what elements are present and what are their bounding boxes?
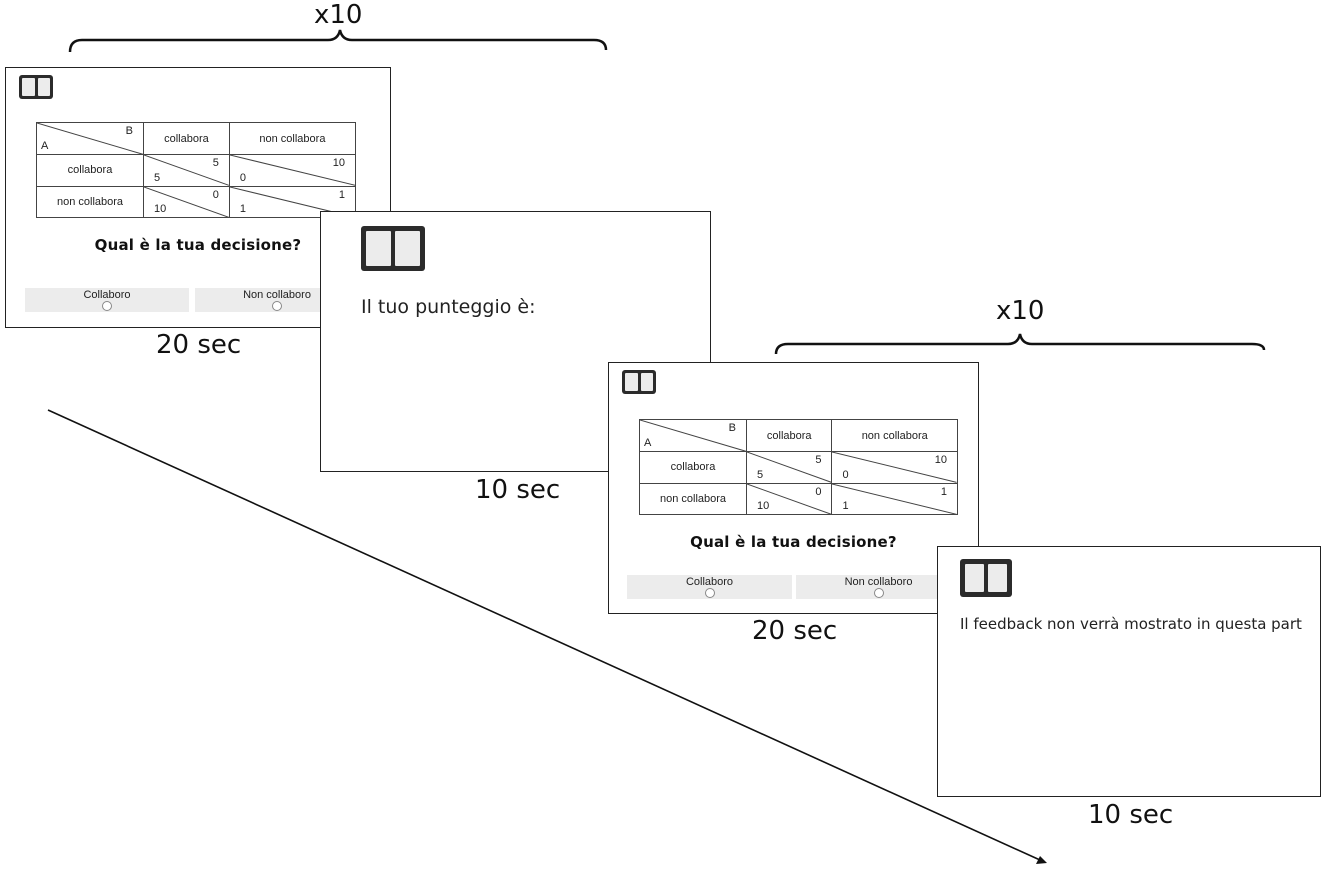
repeat-label-block-1: x10 xyxy=(314,0,363,30)
matrix-corner-cell: B A xyxy=(639,418,747,453)
not-collaborate-radio[interactable] xyxy=(873,588,884,598)
payoff-a: 1 xyxy=(842,500,849,512)
collaborate-option[interactable]: Collaboro xyxy=(627,575,792,599)
matrix-col-header: collabora xyxy=(745,418,833,453)
matrix-col-header: non collabora xyxy=(831,418,958,453)
matrix-corner-col-label: B xyxy=(125,125,133,137)
matrix-corner-col-label: B xyxy=(728,422,736,434)
matrix-row-header: non collabora xyxy=(36,185,144,219)
duration-label: 10 sec xyxy=(1088,800,1174,830)
matrix-corner-row-label: A xyxy=(41,140,49,153)
not-collaborate-radio[interactable] xyxy=(272,301,282,311)
book-icon xyxy=(19,75,53,99)
payoff-b: 0 xyxy=(212,188,219,201)
not-collaborate-option[interactable]: Non collaboro xyxy=(796,575,961,599)
payoff-matrix: B A collabora non collabora collabora 5 … xyxy=(36,121,357,219)
matrix-cell: 0 10 xyxy=(143,185,230,219)
no-feedback-screen: Il feedback non verrà mostrato in questa… xyxy=(937,546,1321,797)
option-label: Non collaboro xyxy=(243,289,311,301)
duration-label: 10 sec xyxy=(475,475,561,505)
matrix-cell: 1 1 xyxy=(831,482,958,516)
matrix-cell: 0 10 xyxy=(745,482,833,516)
payoff-b: 10 xyxy=(934,454,947,467)
option-label: Collaboro xyxy=(83,289,131,301)
matrix-corner-cell: B A xyxy=(36,121,144,156)
matrix-cell: 10 0 xyxy=(831,451,958,484)
payoff-a: 5 xyxy=(757,468,764,481)
score-message: Il tuo punteggio è: xyxy=(361,296,536,318)
matrix-row-header: collabora xyxy=(36,154,144,187)
payoff-a: 10 xyxy=(757,500,770,512)
payoff-a: 1 xyxy=(239,203,246,215)
payoff-a: 5 xyxy=(154,171,161,184)
collaborate-option[interactable]: Collaboro xyxy=(25,288,189,312)
matrix-cell: 5 5 xyxy=(745,451,833,484)
score-screen: Il tuo punteggio è: xyxy=(320,211,711,472)
collaborate-radio[interactable] xyxy=(704,588,715,598)
repeat-brace-left xyxy=(68,29,608,53)
duration-label: 20 sec xyxy=(156,330,242,360)
matrix-corner-row-label: A xyxy=(644,437,652,450)
matrix-row-header: collabora xyxy=(639,451,747,484)
time-arrow-head xyxy=(1036,856,1047,864)
payoff-b: 10 xyxy=(332,157,345,170)
no-feedback-message: Il feedback non verrà mostrato in questa… xyxy=(960,615,1302,633)
book-icon xyxy=(361,226,425,271)
payoff-a: 10 xyxy=(154,203,167,215)
repeat-label-block-2: x10 xyxy=(996,296,1045,326)
decision-screen-2: B A collabora non collabora collabora 5 … xyxy=(608,362,979,614)
payoff-b: 5 xyxy=(212,157,219,170)
decision-question: Qual è la tua decisione? xyxy=(94,236,302,254)
repeat-brace-right xyxy=(774,333,1266,355)
matrix-row-header: non collabora xyxy=(639,482,747,516)
collaborate-radio[interactable] xyxy=(102,301,112,311)
payoff-a: 0 xyxy=(842,468,849,481)
matrix-cell: 10 0 xyxy=(228,154,357,187)
time-arrow-line xyxy=(47,409,1041,861)
decision-screen-1: B A collabora non collabora collabora 5 … xyxy=(5,67,391,328)
decision-question: Qual è la tua decisione? xyxy=(690,533,897,551)
payoff-b: 1 xyxy=(940,485,947,498)
matrix-col-header: collabora xyxy=(143,121,230,156)
option-label: Non collaboro xyxy=(844,576,913,588)
matrix-col-header: non collabora xyxy=(228,121,357,156)
payoff-matrix: B A collabora non collabora collabora 5 … xyxy=(639,418,958,516)
payoff-b: 5 xyxy=(815,454,822,467)
payoff-b: 1 xyxy=(338,188,345,201)
book-icon xyxy=(960,559,1012,597)
duration-label: 20 sec xyxy=(752,616,838,646)
book-icon xyxy=(622,370,656,394)
option-label: Collaboro xyxy=(685,576,734,588)
payoff-b: 0 xyxy=(815,485,822,498)
matrix-cell: 5 5 xyxy=(143,154,230,187)
payoff-a: 0 xyxy=(239,171,246,184)
